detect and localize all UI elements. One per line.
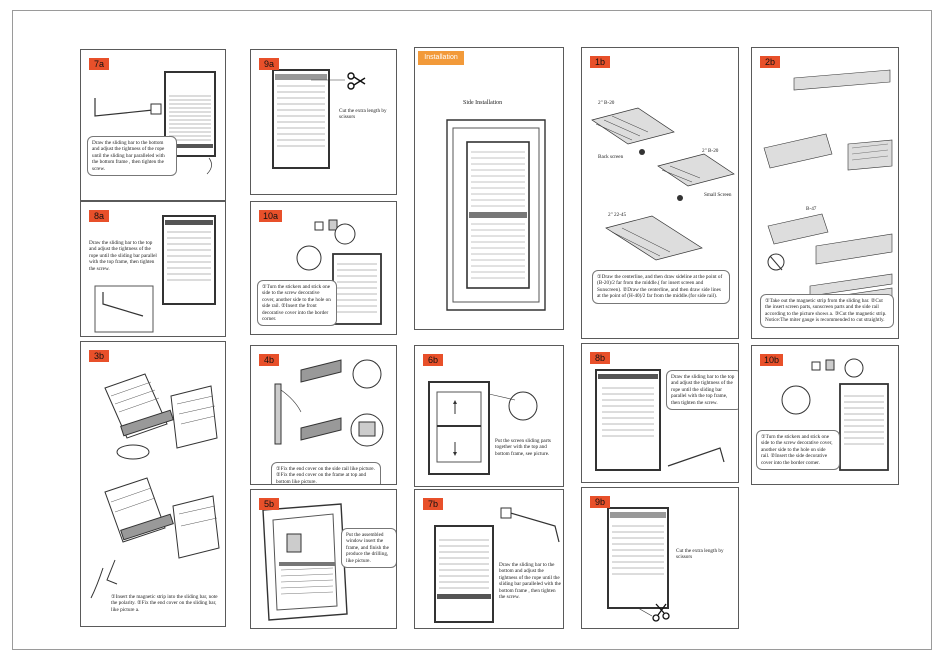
panel-7b-illustration <box>434 507 560 623</box>
step-note: ①Fix the end cover on the side rail like… <box>271 462 381 484</box>
panel-1b-illustration <box>591 107 735 261</box>
dimension-label: 2" B-20 <box>702 148 719 154</box>
panel-8a-illustration <box>94 215 216 333</box>
panel-8b-illustration <box>595 369 725 471</box>
panel-1b: 1b 2" B-20 2" B-20 2" 22-45 Back screen … <box>581 47 739 339</box>
part-label: Back screen <box>598 154 624 160</box>
step-tag: 8b <box>590 352 610 364</box>
panel-4b: 4b ①Fix the end cover on the side rail l… <box>250 345 397 485</box>
step-tag: 7b <box>423 498 443 510</box>
step-note: Draw the sliding bar to the top and adju… <box>89 240 157 272</box>
step-tag: 10a <box>259 210 283 222</box>
step-note: ①Take out the magnetic strip from the sl… <box>760 294 894 328</box>
panel-9a-illustration <box>272 69 366 169</box>
panel-5b: 5b Put the assembled window insert the f… <box>250 489 397 629</box>
step-note: ①Draw the centerline, and then draw side… <box>592 270 730 304</box>
panel-3b-illustration <box>90 373 220 599</box>
step-note: Cut the extra length by scissors <box>676 548 724 561</box>
step-note: Put the assembled window insert the fram… <box>341 528 396 569</box>
step-tag: 6b <box>423 354 443 366</box>
panel-installation: Installation Side Installation <box>414 47 564 330</box>
step-note: Draw the sliding bar to the top and adju… <box>666 370 738 411</box>
panel-9b-illustration <box>607 507 670 622</box>
step-tag: 3b <box>89 350 109 362</box>
section-caption: Side Installation <box>463 100 503 106</box>
panel-9a: 9a Cut the extra length by scissors <box>250 49 397 195</box>
panel-2b: 2b B-47 ①Take out the magnetic strip fro… <box>751 47 899 339</box>
step-note: Draw the sliding bar to the bottom and a… <box>499 562 561 601</box>
panel-installation-illustration <box>446 119 546 311</box>
step-note: ①Insert the magnetic strip into the slid… <box>111 594 218 613</box>
step-tag: 5b <box>259 498 279 510</box>
step-tag: 2b <box>760 56 780 68</box>
step-note: ①Turn the stickers and stick one side to… <box>756 430 840 471</box>
panel-10b-illustration <box>781 358 889 471</box>
step-note: Draw the sliding bar to the bottom and a… <box>87 136 177 177</box>
step-note: Put the screen sliding parts together wi… <box>495 438 551 457</box>
instruction-sheet: 7a Draw the sliding bar to the bottom an… <box>12 10 932 650</box>
step-note: ①Turn the stickers and stick one side to… <box>257 280 337 327</box>
panel-9b: 9b Cut the extra length by scissors <box>581 487 739 629</box>
panel-4b-illustration <box>274 359 384 447</box>
step-tag: 10b <box>760 354 784 366</box>
panel-6b: 6b Put the screen sliding parts together… <box>414 345 564 487</box>
dimension-label: B-47 <box>806 206 817 212</box>
dimension-label: 2" B-20 <box>598 100 615 106</box>
panel-10a: 10a ①Turn the stickers and stick one sid… <box>250 201 397 335</box>
part-label: Small Screen <box>704 192 732 198</box>
step-tag: 7a <box>89 58 109 70</box>
step-tag: 1b <box>590 56 610 68</box>
panel-7a-illustration <box>94 71 216 175</box>
panel-8b: 8b Draw the sliding bar to the top and a… <box>581 343 739 483</box>
panel-5b-illustration <box>262 503 348 621</box>
panel-10b: 10b ①Turn the stickers and stick one sid… <box>751 345 899 485</box>
panel-6b-illustration <box>428 381 538 475</box>
panel-3b: 3b ①Insert the magnetic strip into the s… <box>80 341 226 627</box>
panel-8a: 8a Draw the sliding bar to the top and a… <box>80 201 226 337</box>
panel-10a-illustration <box>296 219 382 325</box>
dimension-label: 2" 22-45 <box>608 212 627 218</box>
step-tag: 9a <box>259 58 279 70</box>
panel-7b: 7b Draw the sliding bar to the bottom an… <box>414 489 564 629</box>
step-tag: 4b <box>259 354 279 366</box>
section-tag: Installation <box>418 51 464 65</box>
step-note: Cut the extra length by scissors <box>339 108 387 121</box>
step-tag: 8a <box>89 210 109 222</box>
step-tag: 9b <box>590 496 610 508</box>
panel-7a: 7a Draw the sliding bar to the bottom an… <box>80 49 226 201</box>
